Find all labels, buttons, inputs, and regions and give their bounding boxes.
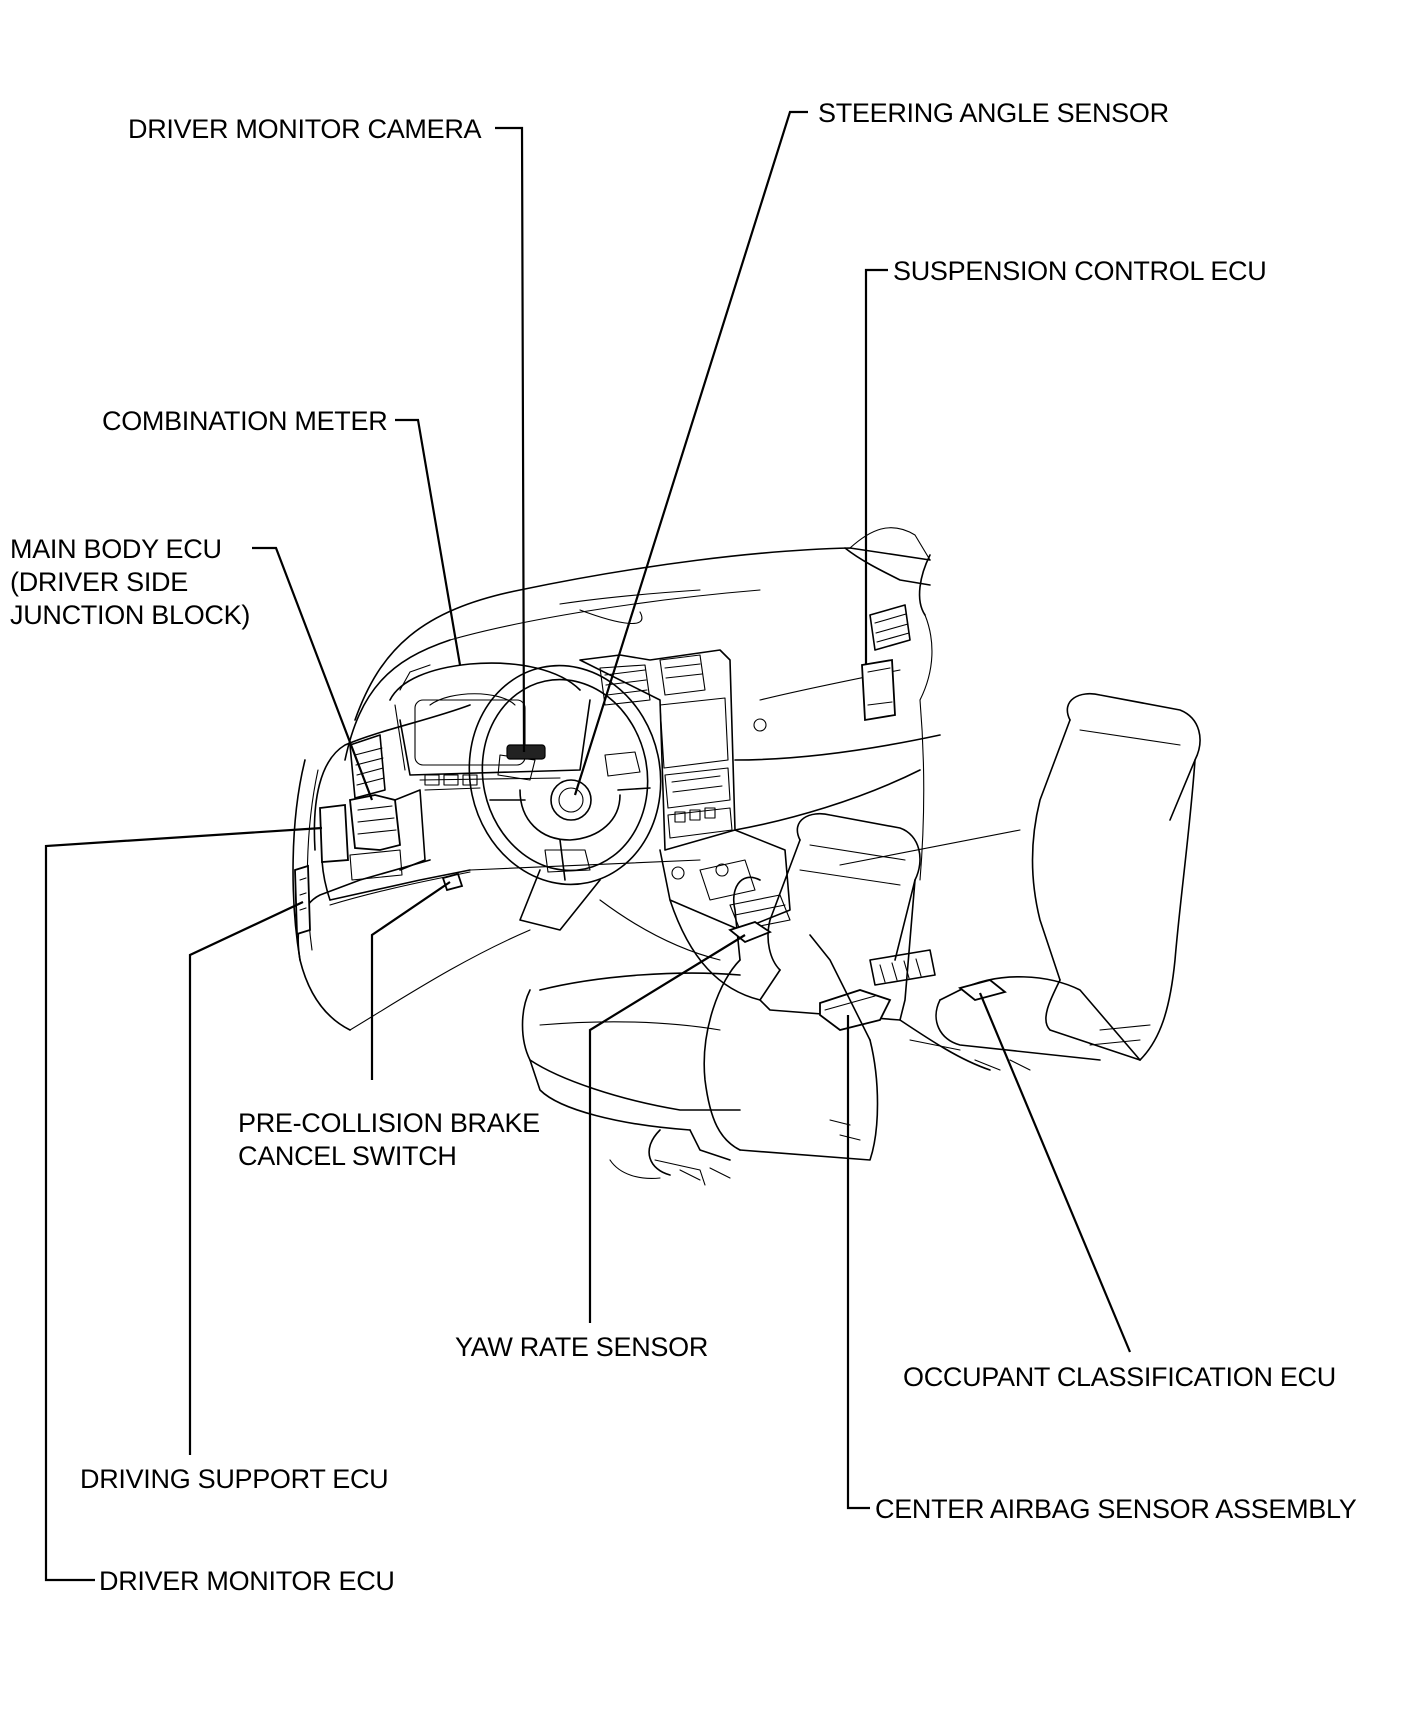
label-yaw-rate-sensor: YAW RATE SENSOR <box>455 1332 708 1362</box>
label-driver-monitor-ecu: DRIVER MONITOR ECU <box>99 1566 395 1596</box>
leader-yaw-rate-sensor <box>588 934 746 1323</box>
label-suspension-control-ecu: SUSPENSION CONTROL ECU <box>893 256 1266 286</box>
component-labels: DRIVER MONITOR CAMERA STEERING ANGLE SEN… <box>10 98 1357 1596</box>
leader-suspension-control-ecu <box>864 268 888 665</box>
leader-driver-monitor-camera <box>495 126 526 753</box>
leader-driving-support-ecu <box>188 901 304 1455</box>
leader-main-body-ecu <box>252 546 374 801</box>
leader-combination-meter <box>395 418 462 666</box>
leader-occupant-classification-ecu <box>978 992 1132 1353</box>
leader-lines <box>44 110 1132 1582</box>
label-driver-monitor-camera: DRIVER MONITOR CAMERA <box>128 114 482 144</box>
leader-steering-angle-sensor <box>573 110 808 796</box>
leader-driver-monitor-ecu <box>44 826 323 1582</box>
leader-pre-collision-brake-cancel-switch <box>370 881 451 1080</box>
label-occupant-classification-ecu: OCCUPANT CLASSIFICATION ECU <box>903 1362 1336 1392</box>
label-pre-collision-brake-line2: CANCEL SWITCH <box>238 1141 457 1171</box>
label-combination-meter: COMBINATION METER <box>102 406 387 436</box>
label-center-airbag-sensor-assembly: CENTER AIRBAG SENSOR ASSEMBLY <box>875 1494 1357 1524</box>
vehicle-interior-illustration <box>292 527 1201 1186</box>
label-pre-collision-brake-line1: PRE-COLLISION BRAKE <box>238 1108 540 1138</box>
leader-center-airbag-sensor-assembly <box>846 1015 870 1510</box>
label-driving-support-ecu: DRIVING SUPPORT ECU <box>80 1464 388 1494</box>
label-main-body-ecu-line1: MAIN BODY ECU <box>10 534 222 564</box>
label-main-body-ecu-line2: (DRIVER SIDE <box>10 567 188 597</box>
label-steering-angle-sensor: STEERING ANGLE SENSOR <box>818 98 1169 128</box>
label-main-body-ecu-line3: JUNCTION BLOCK) <box>10 600 250 630</box>
